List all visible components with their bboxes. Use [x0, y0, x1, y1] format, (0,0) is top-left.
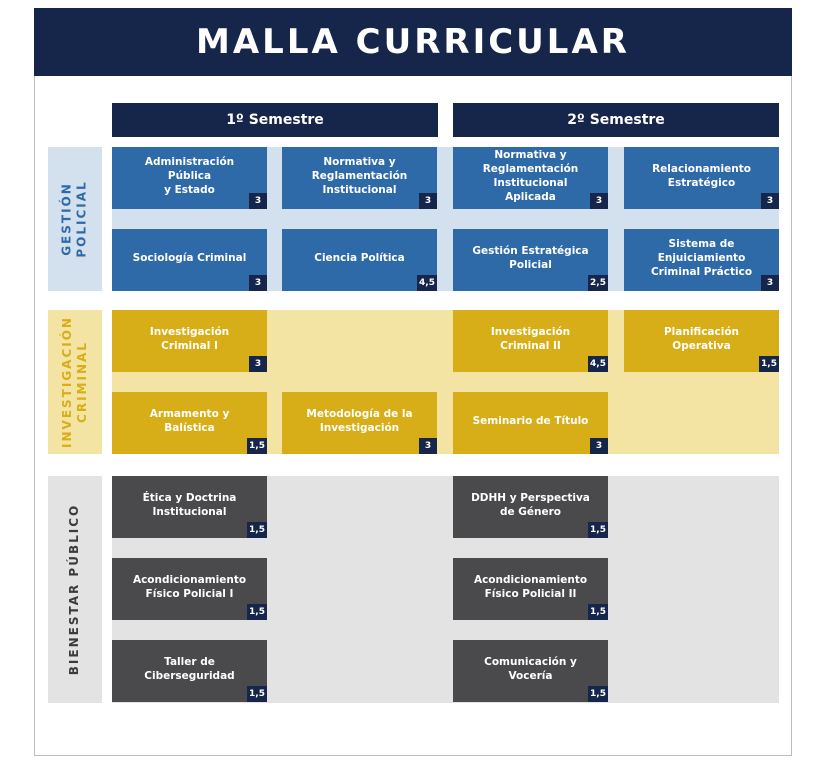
- course-credits-badge: 3: [590, 438, 608, 454]
- course-card: Armamento y Balística 1,5: [112, 392, 267, 454]
- course-name: Investigación Criminal I: [149, 326, 230, 352]
- course-name: Acondicionamiento Físico Policial I: [132, 574, 247, 600]
- course-name: Administración Pública y Estado: [144, 156, 235, 196]
- course-name: Planificación Operativa: [663, 326, 740, 352]
- course-card: Investigación Criminal I 3: [112, 310, 267, 372]
- group-label-bienestar-publico: BIENESTAR PÚBLICO: [48, 476, 102, 703]
- course-name: Ética y Doctrina Institucional: [142, 492, 237, 518]
- title-banner: MALLA CURRICULAR: [34, 8, 792, 76]
- course-name: Taller de Ciberseguridad: [144, 656, 235, 682]
- course-card: Metodología de la Investigación 3: [282, 392, 437, 454]
- semester-1-label: 1º Semestre: [226, 112, 324, 128]
- course-card: Administración Pública y Estado 3: [112, 147, 267, 209]
- course-card: Comunicación y Vocería 1,5: [453, 640, 608, 702]
- course-credits-badge: 3: [761, 193, 779, 209]
- course-card: Taller de Ciberseguridad 1,5: [112, 640, 267, 702]
- course-name: Investigación Criminal II: [490, 326, 571, 352]
- course-credits-badge: 1,5: [247, 438, 267, 454]
- group-label-gestion-policial: GESTIÓN POLICIAL: [48, 147, 102, 291]
- course-credits-badge: 1,5: [247, 686, 267, 702]
- course-name: Normativa y Reglamentación Institucional: [311, 156, 408, 196]
- course-credits-badge: 3: [590, 193, 608, 209]
- course-credits-badge: 3: [419, 193, 437, 209]
- course-card: Normativa y Reglamentación Institucional…: [282, 147, 437, 209]
- group-label-text: INVESTIGACIÓN CRIMINAL: [60, 316, 89, 448]
- course-credits-badge: 2,5: [588, 275, 608, 291]
- course-name: Acondicionamiento Físico Policial II: [473, 574, 588, 600]
- semester-2-header: 2º Semestre: [453, 103, 779, 137]
- course-card: Gestión Estratégica Policial 2,5: [453, 229, 608, 291]
- course-credits-badge: 4,5: [417, 275, 437, 291]
- course-name: DDHH y Perspectiva de Género: [471, 492, 590, 518]
- course-credits-badge: 1,5: [588, 604, 608, 620]
- course-card: Relacionamiento Estratégico 3: [624, 147, 779, 209]
- course-credits-badge: 3: [249, 275, 267, 291]
- group-label-text: BIENESTAR PÚBLICO: [67, 503, 82, 676]
- course-credits-badge: 1,5: [247, 604, 267, 620]
- course-credits-badge: 3: [249, 356, 267, 372]
- course-card: Ciencia Política 4,5: [282, 229, 437, 291]
- group-label-investigacion-criminal: INVESTIGACIÓN CRIMINAL: [48, 310, 102, 454]
- course-card: DDHH y Perspectiva de Género 1,5: [453, 476, 608, 538]
- course-name: Sistema de Enjuiciamiento Criminal Práct…: [650, 238, 753, 278]
- group-label-text: GESTIÓN POLICIAL: [60, 180, 89, 258]
- semester-2-label: 2º Semestre: [567, 112, 665, 128]
- course-credits-badge: 1,5: [588, 686, 608, 702]
- course-card: Sistema de Enjuiciamiento Criminal Práct…: [624, 229, 779, 291]
- course-name: Metodología de la Investigación: [306, 408, 413, 434]
- course-credits-badge: 3: [419, 438, 437, 454]
- course-name: Ciencia Política: [314, 252, 405, 264]
- course-name: Sociología Criminal: [132, 252, 247, 264]
- course-name: Armamento y Balística: [149, 408, 230, 434]
- course-credits-badge: 1,5: [247, 522, 267, 538]
- course-credits-badge: 4,5: [588, 356, 608, 372]
- course-credits-badge: 1,5: [588, 522, 608, 538]
- course-name: Comunicación y Vocería: [484, 656, 577, 682]
- course-credits-badge: 1,5: [759, 356, 779, 372]
- course-card: Planificación Operativa 1,5: [624, 310, 779, 372]
- course-name: Normativa y Reglamentación Institucional…: [482, 149, 579, 203]
- course-card: Normativa y Reglamentación Institucional…: [453, 147, 608, 209]
- course-name: Seminario de Título: [472, 415, 589, 427]
- course-name: Relacionamiento Estratégico: [652, 163, 751, 189]
- course-card: Ética y Doctrina Institucional 1,5: [112, 476, 267, 538]
- page-title: MALLA CURRICULAR: [196, 22, 630, 62]
- semester-1-header: 1º Semestre: [112, 103, 438, 137]
- course-name: Gestión Estratégica Policial: [472, 245, 589, 271]
- course-card: Investigación Criminal II 4,5: [453, 310, 608, 372]
- course-credits-badge: 3: [761, 275, 779, 291]
- course-credits-badge: 3: [249, 193, 267, 209]
